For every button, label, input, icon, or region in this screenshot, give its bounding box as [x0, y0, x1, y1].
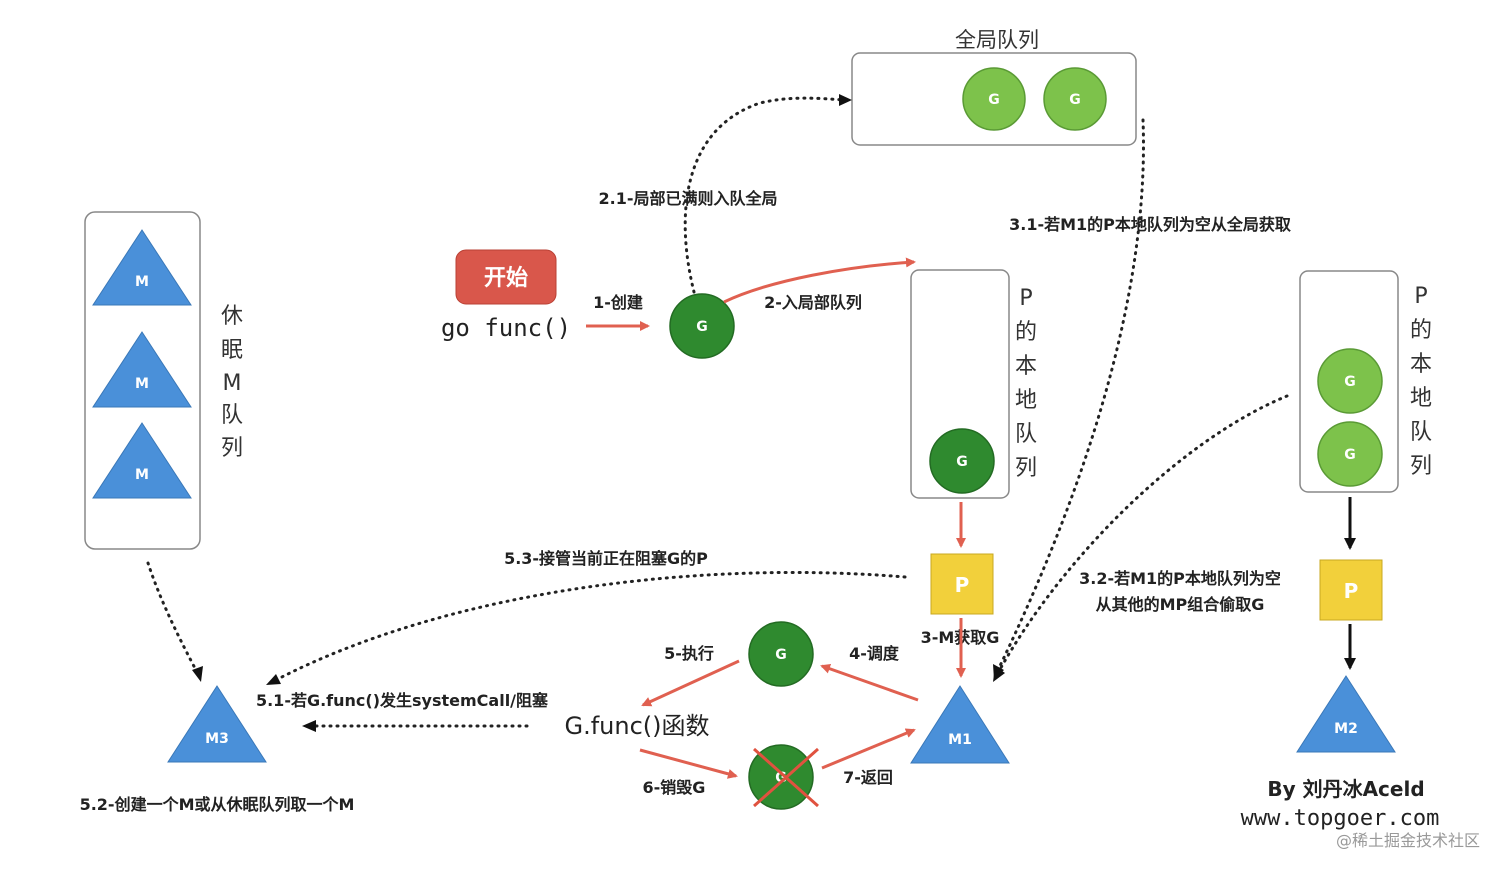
svg-text:的: 的: [1410, 318, 1432, 343]
destroy-arrow: [639, 748, 738, 779]
step-create-label: 1-创建: [593, 293, 643, 312]
m2-label: M2: [1334, 721, 1358, 737]
step-return-label: 7-返回: [843, 768, 893, 787]
go-func-label: go func(): [441, 314, 571, 342]
steal-arrowhead: [993, 666, 1005, 682]
sleeping-m-node-1: M: [92, 229, 192, 306]
m-label: M: [135, 467, 149, 483]
svg-text:队: 队: [1015, 422, 1037, 447]
svg-text:列: 列: [1410, 454, 1432, 479]
author-credit: By 刘丹冰Aceld: [1267, 777, 1424, 801]
step-enqueue-global-label: 2.1-局部已满则入队全局: [599, 189, 778, 208]
m3-label: M3: [205, 731, 229, 747]
global-fetch-arrow: [996, 118, 1145, 672]
global-queue-title: 全局队列: [955, 28, 1039, 52]
return-arrow: [821, 728, 916, 770]
enqueue-local-arrow: [723, 257, 916, 304]
m1-label: M1: [948, 732, 972, 748]
sleeping-m-node-2: M: [92, 331, 192, 408]
g-label: G: [775, 647, 787, 663]
executing-g-node: G: [748, 621, 814, 687]
svg-text:P: P: [1414, 284, 1427, 309]
step-enqueue-local-label: 2-入局部队列: [764, 293, 862, 312]
g-label: G: [956, 454, 968, 470]
g-func-label: G.func()函数: [564, 712, 709, 740]
g-label: G: [988, 92, 1000, 108]
g-label: G: [775, 770, 787, 786]
sleeping-m-queue-label: 休 眠 M 队 列: [221, 304, 243, 461]
global-g-node-1: G: [962, 67, 1026, 131]
p1-local-queue-label: P 的 本 地 队 列: [1015, 286, 1037, 481]
svg-text:队: 队: [221, 403, 243, 428]
step-global-fetch-label: 3.1-若M1的P本地队列为空从全局获取: [1009, 215, 1291, 234]
p-label: P: [955, 573, 970, 597]
svg-text:休: 休: [221, 304, 243, 329]
global-g-node-2: G: [1043, 67, 1107, 131]
step-syscall-label: 5.1-若G.func()发生systemCall/阻塞: [256, 691, 549, 710]
sleeping-m-node-3: M: [92, 422, 192, 499]
take-over-p-arrow: [274, 570, 907, 682]
g-label: G: [1069, 92, 1081, 108]
svg-text:本: 本: [1410, 352, 1432, 377]
start-button: 开始: [455, 249, 557, 305]
svg-text:的: 的: [1015, 320, 1037, 345]
g-label: G: [1344, 374, 1356, 390]
step-steal-label-line1: 3.2-若M1的P本地队列为空: [1079, 569, 1281, 588]
take-over-p-arrowhead: [266, 674, 281, 685]
steal-arrow: [996, 394, 1289, 675]
m-label: M: [135, 376, 149, 392]
svg-text:地: 地: [1410, 386, 1432, 411]
m3-node: M3: [167, 685, 267, 763]
m2-node: M2: [1296, 675, 1396, 753]
g-label: G: [1344, 447, 1356, 463]
start-label: 开始: [484, 265, 528, 291]
sleep-to-m3-arrow: [146, 561, 199, 674]
g-label: G: [696, 319, 708, 335]
m-label: M: [135, 274, 149, 290]
execute-arrow: [641, 659, 740, 707]
p-label: P: [1344, 579, 1359, 603]
p2-local-g-node-2: G: [1317, 421, 1383, 487]
svg-text:本: 本: [1015, 354, 1037, 379]
svg-text:眠: 眠: [221, 338, 243, 363]
cross-out-icon: [753, 747, 819, 808]
p2-node: P: [1319, 559, 1383, 621]
step-schedule-label: 4-调度: [849, 644, 900, 663]
enqueue-global-arrowhead: [839, 94, 852, 106]
watermark: @稀土掘金技术社区: [1336, 831, 1480, 850]
svg-text:P: P: [1019, 286, 1032, 311]
svg-text:队: 队: [1410, 420, 1432, 445]
p1-node: P: [930, 553, 994, 615]
svg-text:列: 列: [221, 436, 243, 461]
p2-local-g-node-1: G: [1317, 348, 1383, 414]
p1-local-g-node: G: [929, 428, 995, 494]
svg-text:列: 列: [1015, 456, 1037, 481]
svg-text:M: M: [223, 371, 242, 396]
p2-local-queue-label: P 的 本 地 队 列: [1410, 284, 1432, 479]
schedule-arrow: [820, 663, 919, 702]
destroyed-g-node: G: [748, 744, 819, 810]
syscall-arrowhead: [302, 720, 316, 732]
step-execute-label: 5-执行: [664, 644, 714, 663]
svg-text:地: 地: [1015, 388, 1037, 413]
m1-node: M1: [910, 685, 1010, 764]
step-destroy-g-label: 6-销毁G: [643, 778, 706, 797]
new-g-node: G: [669, 293, 735, 359]
sleep-to-m3-arrowhead: [192, 666, 203, 682]
step-create-m-label: 5.2-创建一个M或从休眠队列取一个M: [80, 795, 355, 814]
step-take-over-p-label: 5.3-接管当前正在阻塞G的P: [504, 549, 708, 568]
enqueue-global-arrow: [683, 96, 847, 294]
step-steal-label-line2: 从其他的MP组合偷取G: [1096, 595, 1265, 614]
website-label: www.topgoer.com: [1241, 806, 1440, 831]
